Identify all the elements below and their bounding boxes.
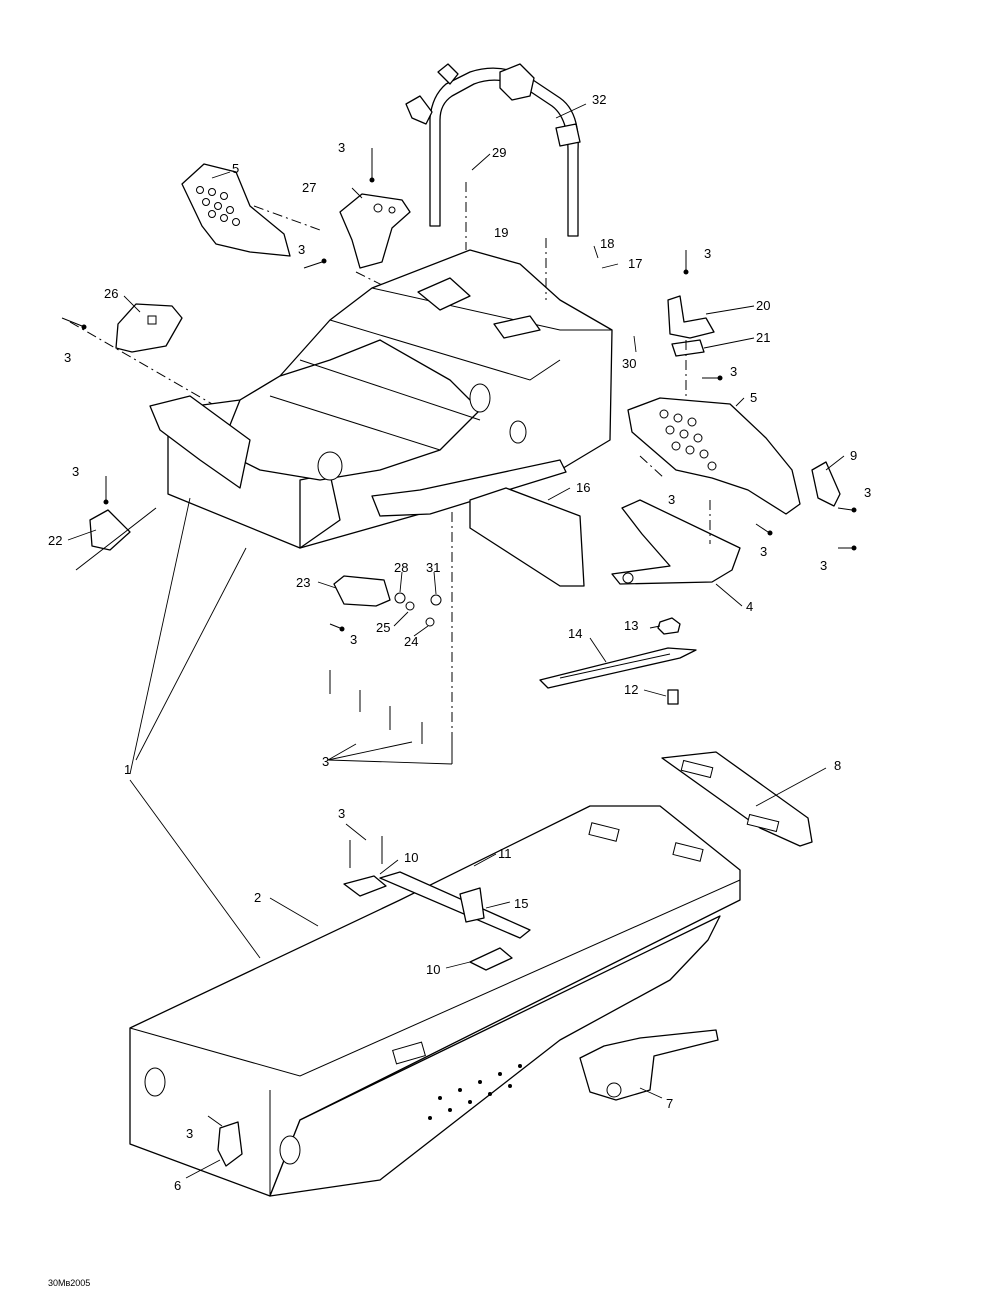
callout-11: 11 <box>498 846 512 861</box>
callout-26: 26 <box>104 286 118 301</box>
callout-16: 16 <box>576 480 590 495</box>
part-runner-14 <box>539 647 697 689</box>
callout-8: 8 <box>834 758 841 773</box>
leader-lines <box>67 103 845 1179</box>
callout-7: 7 <box>666 1096 673 1111</box>
callout-3: 3 <box>730 364 737 379</box>
callout-3: 3 <box>704 246 711 261</box>
callout-3: 3 <box>64 350 71 365</box>
callout-18: 18 <box>600 236 614 251</box>
part-cover-plate-8 <box>661 751 813 847</box>
callout-21: 21 <box>756 330 770 345</box>
part-support-4 <box>611 499 741 585</box>
callout-3: 3 <box>338 140 345 155</box>
part-rail-16 <box>469 487 585 587</box>
callout-28: 28 <box>394 560 408 575</box>
part-mount-15 <box>459 887 485 923</box>
callout-5: 5 <box>750 390 757 405</box>
diagram-code: 30Mв2005 <box>48 1278 90 1288</box>
part-footrest-right <box>627 397 801 515</box>
callout-3: 3 <box>322 754 329 769</box>
callout-3: 3 <box>72 464 79 479</box>
part-bracket-20 <box>667 295 715 339</box>
callout-1: 1 <box>124 762 131 777</box>
part-plate-26 <box>69 303 241 421</box>
callout-29: 29 <box>492 145 506 160</box>
part-tunnel-2 <box>129 805 741 1197</box>
callout-3: 3 <box>668 492 675 507</box>
part-bracket-10-lower <box>469 947 513 971</box>
callout-17: 17 <box>628 256 642 271</box>
callout-3: 3 <box>820 558 827 573</box>
callout-labels: 32 29 3 5 27 3 26 3 19 18 17 3 20 21 30 … <box>48 92 871 1193</box>
part-screw-12 <box>667 689 679 705</box>
callout-25: 25 <box>376 620 390 635</box>
part-hitch-assembly <box>333 575 442 627</box>
callout-20: 20 <box>756 298 770 313</box>
callout-3: 3 <box>864 485 871 500</box>
callout-22: 22 <box>48 533 62 548</box>
callout-32: 32 <box>592 92 606 107</box>
callout-9: 9 <box>850 448 857 463</box>
callout-5: 5 <box>232 161 239 176</box>
callout-10: 10 <box>404 850 418 865</box>
part-footrest-left <box>181 163 291 257</box>
callout-6: 6 <box>174 1178 181 1193</box>
part-bracket-27 <box>339 193 411 291</box>
part-steering-support-bar <box>405 63 581 237</box>
callout-3: 3 <box>350 632 357 647</box>
callout-3: 3 <box>186 1126 193 1141</box>
callout-27: 27 <box>302 180 316 195</box>
part-main-frame <box>149 249 613 549</box>
callout-3: 3 <box>760 544 767 559</box>
part-bracket-9 <box>811 461 841 507</box>
callout-23: 23 <box>296 575 310 590</box>
part-bracket-10-upper <box>343 875 387 897</box>
callout-14: 14 <box>568 626 582 641</box>
callout-31: 31 <box>426 560 440 575</box>
part-guard-22 <box>75 507 157 571</box>
part-bracket-6 <box>217 1121 243 1167</box>
callout-3: 3 <box>298 242 305 257</box>
callout-2: 2 <box>254 890 261 905</box>
callout-12: 12 <box>624 682 638 697</box>
rivets-3 <box>61 148 857 1127</box>
callout-10: 10 <box>426 962 440 977</box>
callout-19: 19 <box>494 225 508 240</box>
part-bracket-7 <box>579 1029 719 1101</box>
alignment-lines <box>253 182 711 760</box>
callout-15: 15 <box>514 896 528 911</box>
callout-4: 4 <box>746 599 753 614</box>
callout-24: 24 <box>404 634 418 649</box>
callout-30: 30 <box>622 356 636 371</box>
part-plate-21 <box>671 339 705 357</box>
part-nut-13 <box>657 617 681 635</box>
callout-13: 13 <box>624 618 638 633</box>
callout-3: 3 <box>338 806 345 821</box>
